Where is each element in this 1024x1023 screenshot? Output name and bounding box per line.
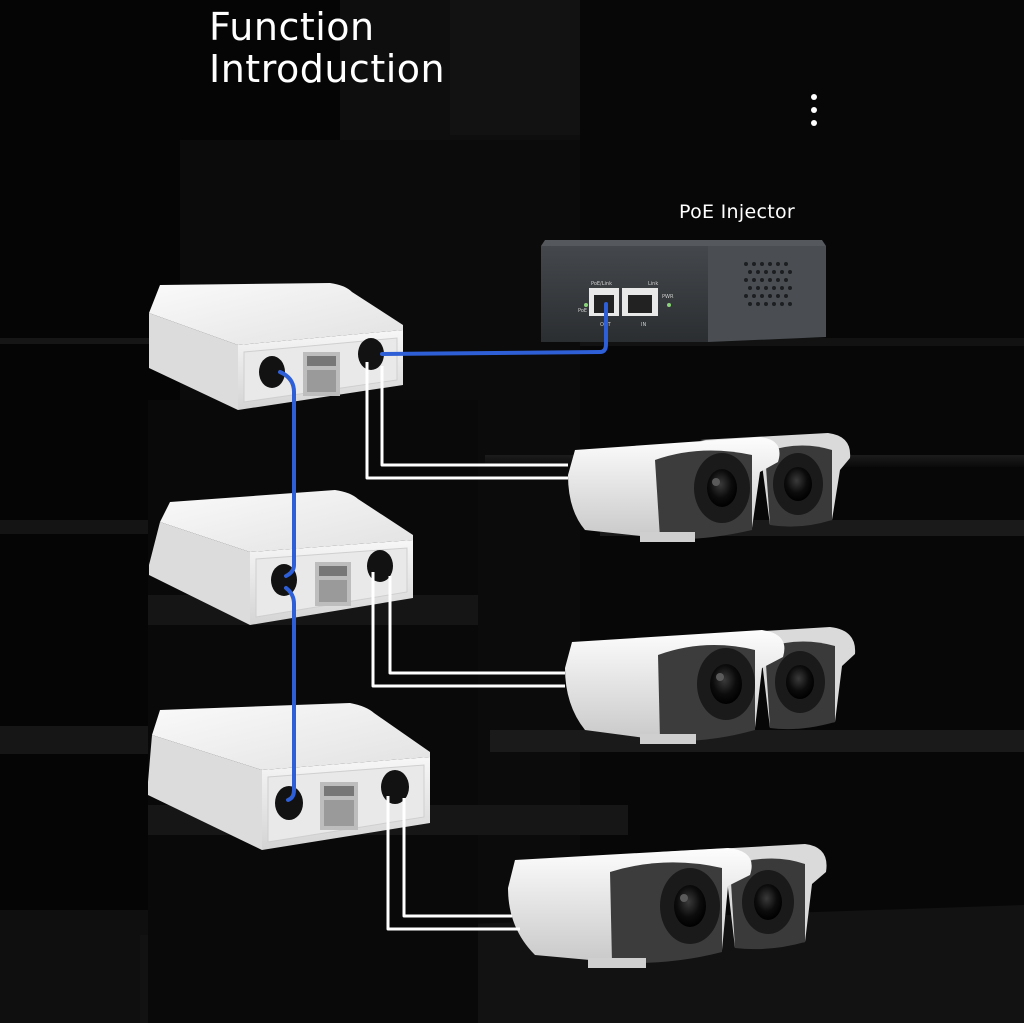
injector-pwr-label: PWR: [662, 294, 674, 300]
injector-vent-grille: [744, 262, 792, 306]
camera-pair-1: [568, 433, 851, 542]
poe-injector: PoE/Link Link PoE PWR OUT IN: [541, 240, 826, 342]
poe-extender-1: [149, 283, 403, 410]
cable-extender-2-to-camera-2b: [388, 576, 565, 675]
poe-injector-label: PoE Injector: [679, 201, 795, 223]
camera-cables: [365, 362, 568, 931]
uplink-cables: [278, 302, 608, 802]
cable-extender-2-to-3: [284, 586, 296, 802]
camera-pair-3: [508, 844, 827, 968]
title-line-2: Introduction: [209, 47, 446, 91]
menu-dot: [811, 94, 817, 100]
menu-dot: [811, 107, 817, 113]
page-title: Function Introduction: [209, 6, 445, 90]
cable-extender-2-to-camera-2a: [371, 572, 565, 688]
pwr-led-icon: [667, 303, 671, 307]
cable-extender-3-to-camera-3b: [402, 798, 512, 918]
title-line-1: Function: [209, 5, 375, 49]
cable-extender-1-to-camera-1b: [380, 366, 568, 467]
extender-1-in-port: [259, 356, 285, 388]
injector-poe-link-label: PoE/Link: [591, 281, 612, 287]
cable-extender-1-to-2: [278, 370, 296, 578]
injector-link-label: Link: [648, 281, 658, 287]
injector-poe-label: PoE: [578, 308, 587, 314]
cable-extender-1-to-camera-1a: [365, 362, 568, 480]
extender-1-out-port: [358, 338, 384, 370]
poe-extender-3: [148, 703, 430, 850]
extender-3-in-port: [275, 786, 303, 820]
camera-pair-2: [565, 627, 856, 744]
menu-dot: [811, 120, 817, 126]
extender-3-out-port: [381, 770, 409, 804]
cable-injector-to-extender-1: [380, 302, 608, 356]
cable-extender-3-to-camera-3a: [386, 796, 520, 931]
poe-led-icon: [584, 303, 588, 307]
injector-in-label: IN: [641, 322, 646, 328]
more-vertical-icon[interactable]: [804, 92, 824, 128]
